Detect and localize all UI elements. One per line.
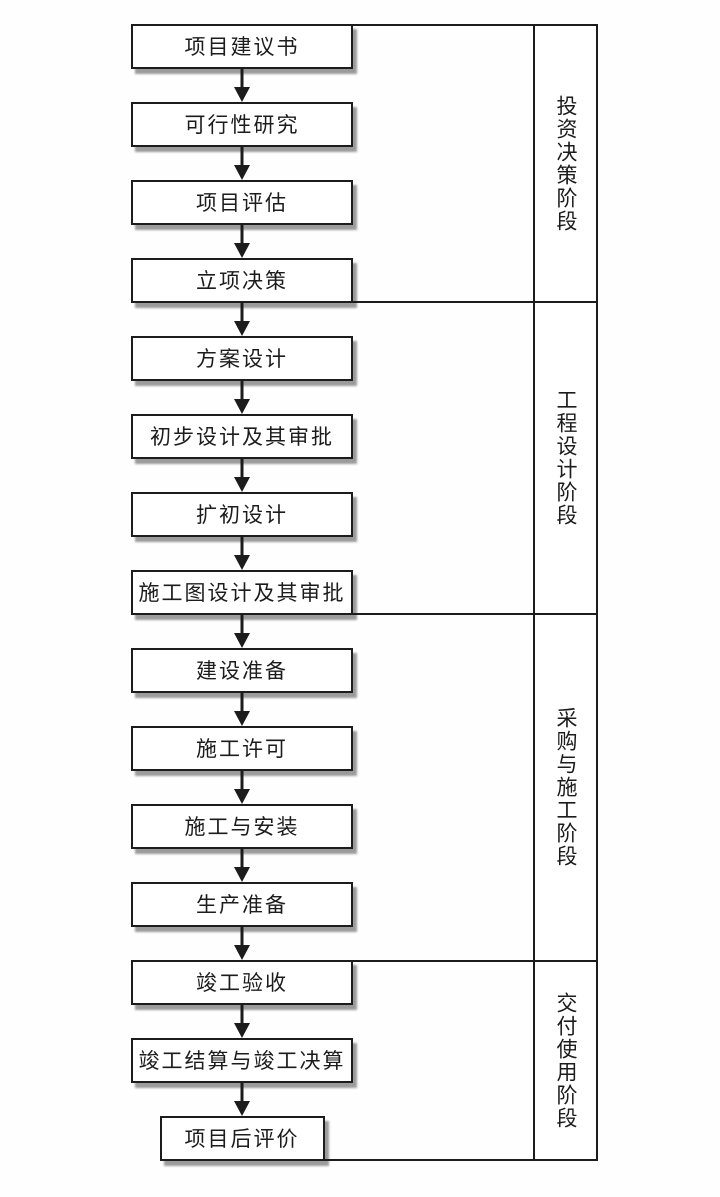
arrow-down-icon xyxy=(131,224,353,258)
step-box-production-preparation: 生产准备 xyxy=(131,882,353,927)
arrow-head xyxy=(234,789,250,804)
arrow-down-icon xyxy=(131,692,353,726)
arrow-head xyxy=(234,711,250,726)
step-box-construction-preparation: 建设准备 xyxy=(131,648,353,693)
step-box-preliminary-design-approval: 初步设计及其审批 xyxy=(131,414,353,459)
phase-divider-line-bottom xyxy=(322,1159,535,1161)
arrow-down-icon xyxy=(131,146,353,180)
arrow-shaft xyxy=(240,1082,244,1102)
step-label: 施工许可 xyxy=(196,737,288,761)
step-box-expanded-preliminary-design: 扩初设计 xyxy=(131,492,353,537)
arrow-head xyxy=(234,945,250,960)
step-label: 立项决策 xyxy=(196,269,288,293)
phase-divider-line-2 xyxy=(351,613,535,615)
arrow-shaft xyxy=(240,770,244,790)
arrow-down-icon xyxy=(131,536,353,570)
arrow-head xyxy=(234,555,250,570)
phase-cell-handover-use: 交付使用阶段 xyxy=(533,960,598,1161)
arrow-shaft xyxy=(240,692,244,712)
phase-divider-line-top xyxy=(351,24,535,26)
step-box-project-proposal: 项目建议书 xyxy=(131,24,353,69)
arrow-down-icon xyxy=(131,848,353,882)
arrow-head xyxy=(234,477,250,492)
phase-cell-procurement-construction: 采购与施工阶段 xyxy=(533,613,598,962)
step-box-completion-settlement-final-accounts: 竣工结算与竣工决算 xyxy=(131,1038,353,1083)
phase-label: 交付使用阶段 xyxy=(554,991,578,1130)
step-box-completion-acceptance: 竣工验收 xyxy=(131,960,353,1005)
arrow-shaft xyxy=(240,1004,244,1024)
step-label: 竣工验收 xyxy=(196,971,288,995)
arrow-down-icon xyxy=(131,1004,353,1038)
arrow-shaft xyxy=(240,458,244,478)
arrow-shaft xyxy=(240,536,244,556)
phase-label: 工程设计阶段 xyxy=(554,389,578,527)
step-label: 项目后评价 xyxy=(184,1127,300,1151)
arrow-down-icon xyxy=(131,770,353,804)
arrow-down-icon xyxy=(131,1082,353,1116)
step-box-scheme-design: 方案设计 xyxy=(131,336,353,381)
arrow-head xyxy=(234,87,250,102)
step-label: 施工图设计及其审批 xyxy=(138,581,346,605)
flow-column: 项目建议书 可行性研究 项目评估 立项决策 方案设计 初步设计及其审批 扩初设计… xyxy=(131,24,353,1161)
phase-divider-line-3 xyxy=(351,960,535,962)
phase-cell-engineering-design: 工程设计阶段 xyxy=(533,301,598,615)
step-box-construction-drawing-design-approval: 施工图设计及其审批 xyxy=(131,570,353,615)
arrow-down-icon xyxy=(131,614,353,648)
step-box-project-evaluation: 项目评估 xyxy=(131,180,353,225)
step-label: 项目建议书 xyxy=(184,35,300,59)
arrow-head xyxy=(234,321,250,336)
arrow-head xyxy=(234,1023,250,1038)
arrow-head xyxy=(234,243,250,258)
arrow-down-icon xyxy=(131,926,353,960)
arrow-head xyxy=(234,633,250,648)
step-box-construction-permit: 施工许可 xyxy=(131,726,353,771)
step-label: 可行性研究 xyxy=(184,113,300,137)
arrow-head xyxy=(234,1101,250,1116)
step-label: 方案设计 xyxy=(196,347,288,371)
phase-cell-investment-decision: 投资决策阶段 xyxy=(533,24,598,303)
arrow-shaft xyxy=(240,848,244,868)
step-box-feasibility-study: 可行性研究 xyxy=(131,102,353,147)
step-label: 建设准备 xyxy=(196,659,288,683)
arrow-shaft xyxy=(240,146,244,166)
arrow-down-icon xyxy=(131,68,353,102)
arrow-down-icon xyxy=(131,380,353,414)
step-label: 项目评估 xyxy=(196,191,288,215)
arrow-shaft xyxy=(240,380,244,400)
step-box-construction-installation: 施工与安装 xyxy=(131,804,353,849)
arrow-shaft xyxy=(240,68,244,88)
arrow-shaft xyxy=(240,614,244,634)
arrow-down-icon xyxy=(131,458,353,492)
arrow-head xyxy=(234,399,250,414)
arrow-down-icon xyxy=(131,302,353,336)
step-label: 扩初设计 xyxy=(196,503,288,527)
step-label: 竣工结算与竣工决算 xyxy=(138,1049,346,1073)
step-label: 生产准备 xyxy=(196,893,288,917)
arrow-shaft xyxy=(240,224,244,244)
phase-label: 采购与施工阶段 xyxy=(554,707,578,868)
arrow-head xyxy=(234,165,250,180)
step-box-post-project-evaluation: 项目后评价 xyxy=(159,1116,325,1161)
phase-label: 投资决策阶段 xyxy=(554,94,578,233)
step-box-approval-decision: 立项决策 xyxy=(131,258,353,303)
step-label: 初步设计及其审批 xyxy=(150,425,334,449)
step-label: 施工与安装 xyxy=(184,815,300,839)
phase-divider-line-1 xyxy=(351,301,535,303)
arrow-shaft xyxy=(240,302,244,322)
arrow-head xyxy=(234,867,250,882)
arrow-shaft xyxy=(240,926,244,946)
